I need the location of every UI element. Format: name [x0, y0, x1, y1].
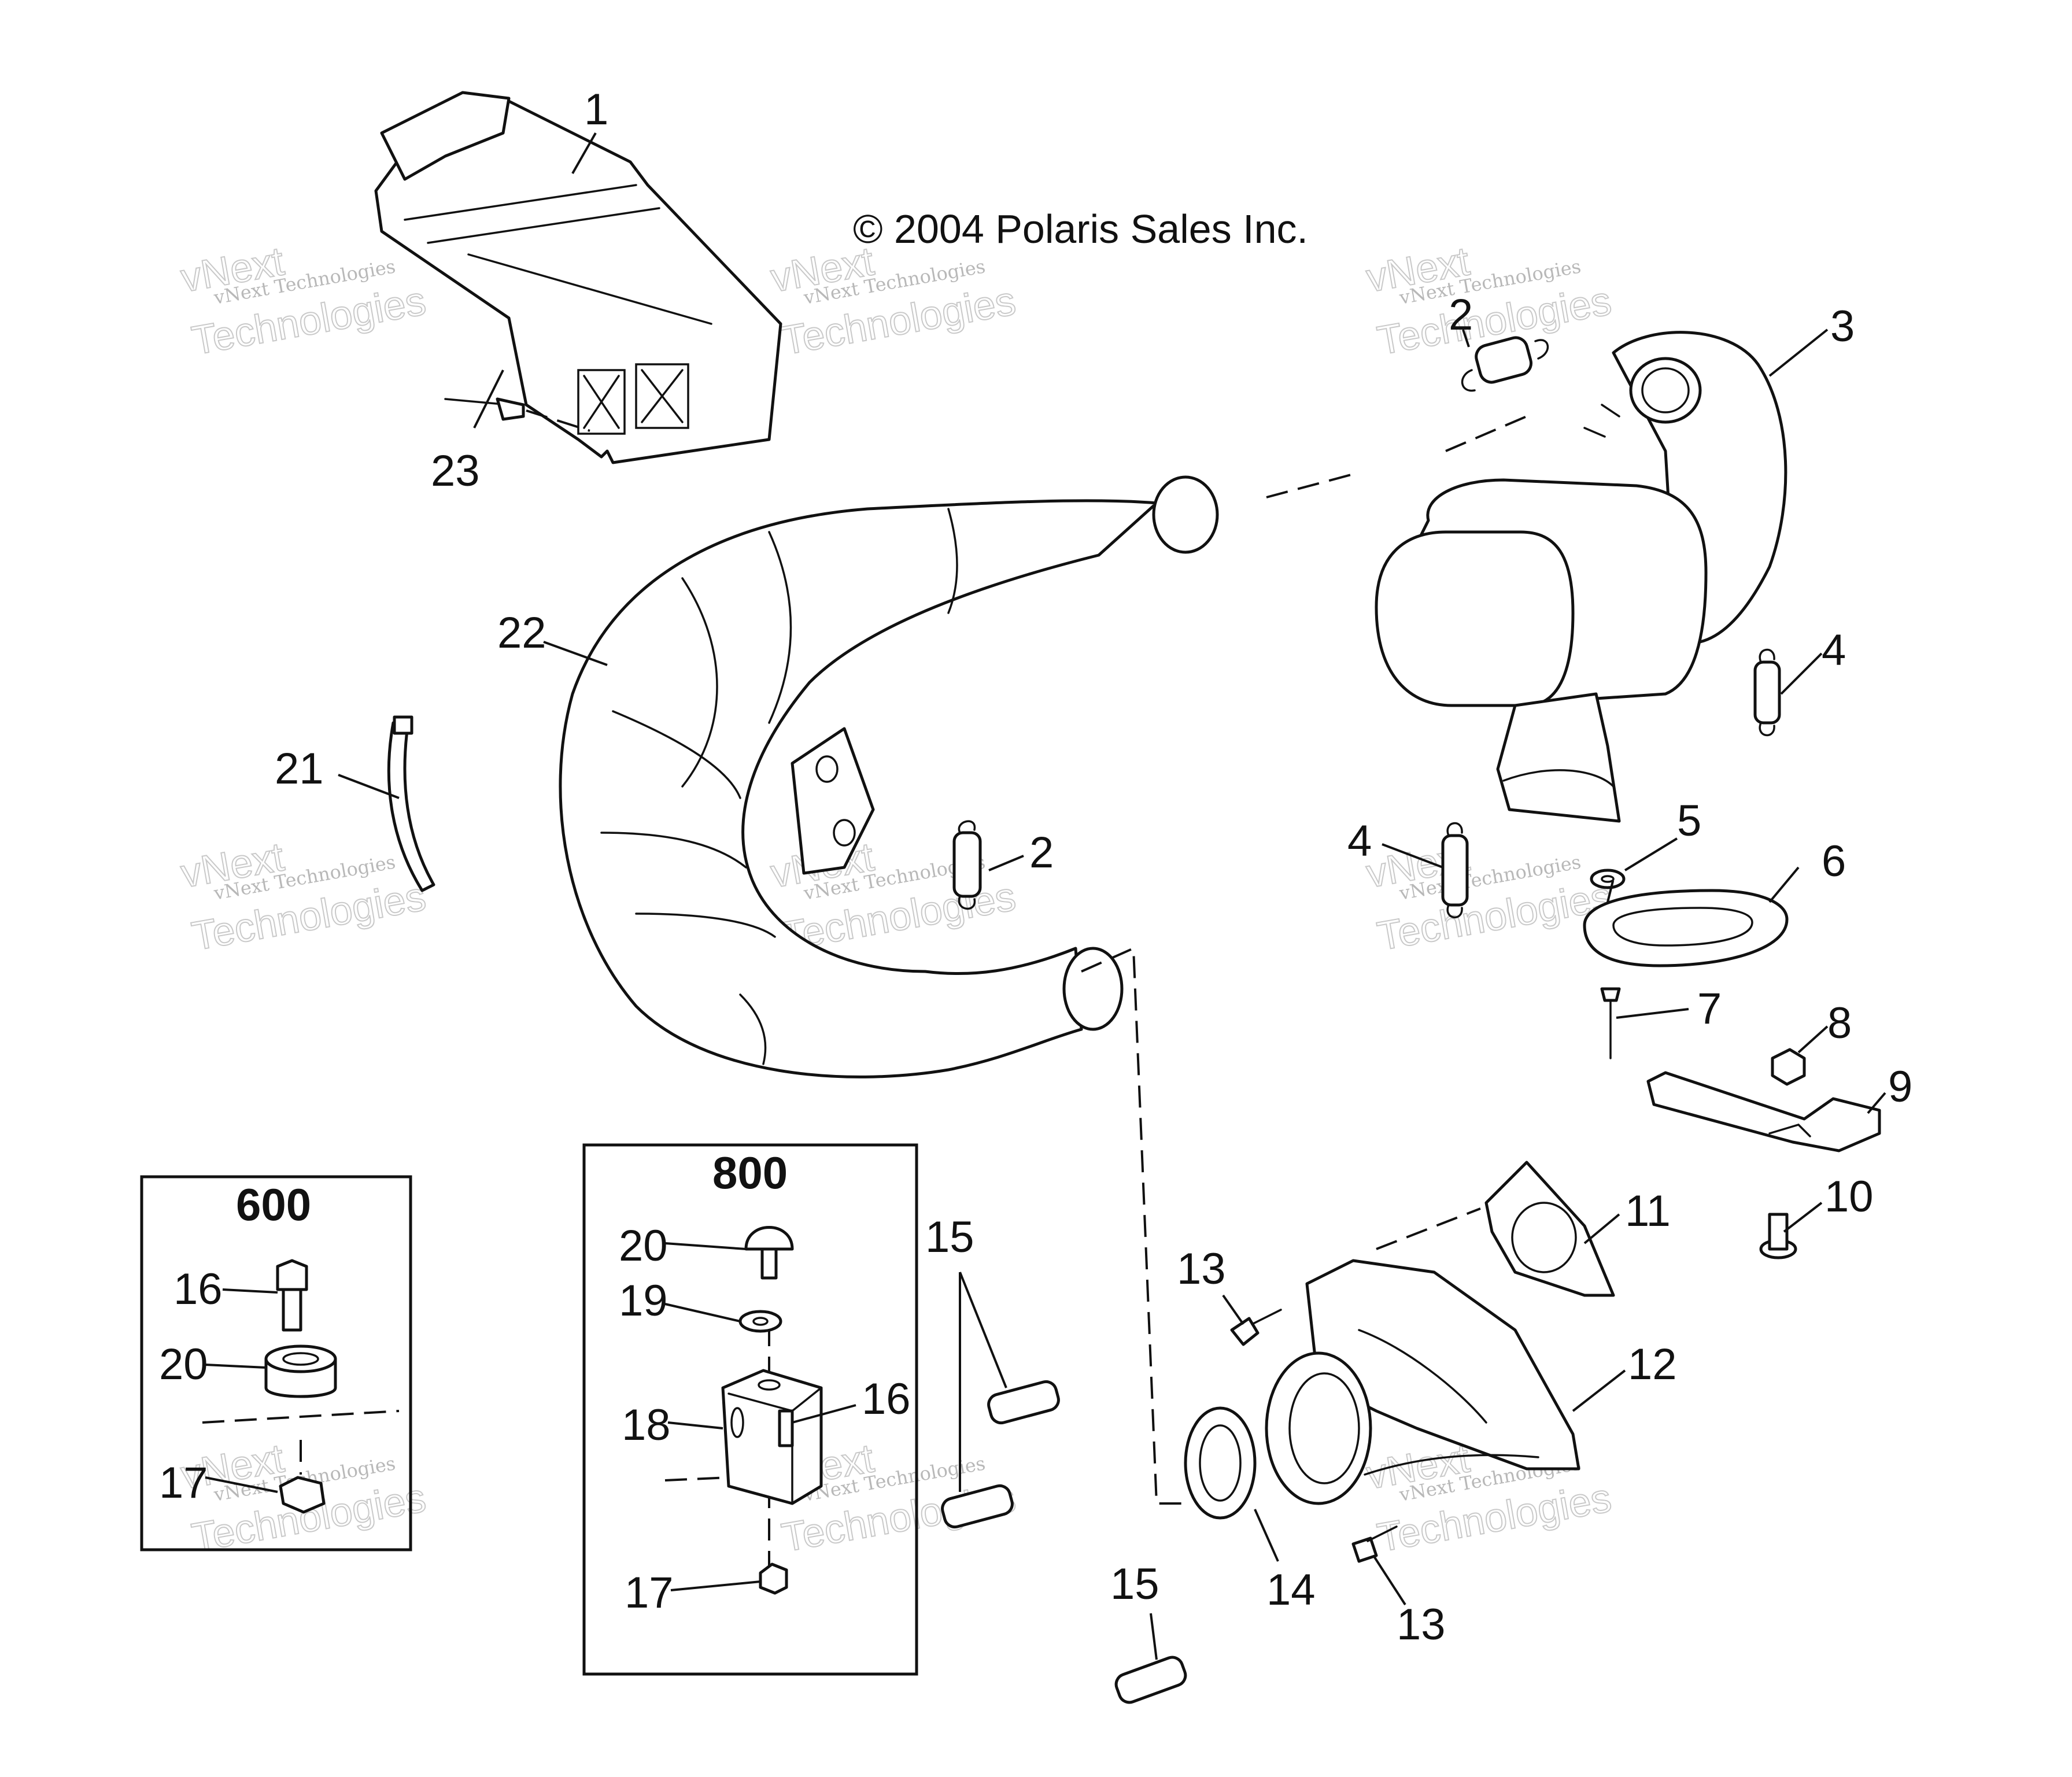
watermark: vNext vNext Technologies Technologies	[177, 833, 430, 959]
part-4-spring-left	[1441, 822, 1469, 918]
callout-11: 11	[1625, 1187, 1671, 1236]
callout-10: 10	[1824, 1172, 1874, 1221]
callout-18: 18	[622, 1401, 671, 1450]
callout-20-inset-800: 20	[619, 1221, 668, 1270]
callout-13-upper: 13	[1177, 1244, 1226, 1294]
callout-16-inset-600: 16	[173, 1265, 223, 1314]
assembly-lines	[202, 415, 1615, 1573]
part-20-cap-bolt	[744, 1226, 794, 1280]
part-22-expansion-pipe	[559, 475, 1219, 1078]
callout-2-lower: 2	[1029, 828, 1054, 877]
part-17-nut	[279, 1476, 326, 1514]
callout-1: 1	[584, 85, 608, 134]
callout-6: 6	[1822, 837, 1846, 886]
part-14-seal-ring	[1184, 1406, 1257, 1520]
inset-600-title: 600	[236, 1179, 311, 1230]
callout-15-lower: 15	[1110, 1560, 1159, 1609]
watermark: vNext vNext Technologies Technologies	[1362, 238, 1615, 364]
part-8-nut	[1771, 1048, 1806, 1086]
inset-800-title: 800	[712, 1147, 788, 1198]
inset-600: 600	[140, 1175, 412, 1551]
watermark: vNext vNext Technologies Technologies	[767, 238, 1020, 364]
part-20-spacer	[264, 1344, 337, 1398]
part-19-washer	[738, 1310, 782, 1333]
part-15-spring-upper	[987, 1380, 1060, 1425]
callout-3: 3	[1830, 302, 1855, 351]
watermark: vNext vNext Technologies Technologies	[1362, 833, 1615, 959]
callout-14: 14	[1266, 1565, 1316, 1615]
callout-16-inset-800: 16	[862, 1375, 911, 1424]
part-16-bolt	[276, 1259, 308, 1332]
inset-800: 800	[582, 1143, 918, 1676]
callout-17-inset-800: 17	[625, 1568, 674, 1617]
callout-15-upper: 15	[925, 1213, 974, 1262]
callouts: 1 2 3 4 2 4 5 6 7 8 9 10 11 12 13 13 14 …	[159, 85, 1912, 1649]
part-21-strap	[387, 715, 435, 892]
part-16-stud	[778, 1409, 794, 1447]
callout-2-upper: 2	[1449, 290, 1473, 339]
part-17-hex-nut	[759, 1562, 788, 1595]
callout-17-inset-600: 17	[159, 1458, 208, 1508]
part-12-manifold	[1265, 1259, 1580, 1505]
part-2-spring-upper	[1461, 336, 1549, 392]
part-5-washer	[1590, 869, 1626, 889]
part-15-spring-middle	[941, 1484, 1014, 1529]
part-7-stud	[1600, 987, 1621, 1059]
callout-21: 21	[275, 744, 324, 793]
callout-13-lower: 13	[1397, 1600, 1446, 1649]
callout-12: 12	[1628, 1340, 1677, 1389]
callout-22: 22	[497, 608, 546, 657]
part-13-bolt-lower	[1351, 1525, 1398, 1563]
part-10-bolt	[1759, 1213, 1797, 1259]
part-18-mount-bracket	[721, 1369, 823, 1505]
callout-5: 5	[1677, 796, 1701, 845]
part-3-silencer	[1375, 331, 1787, 823]
copyright-text: © 2004 Polaris Sales Inc.	[853, 206, 1308, 252]
part-13-bolt-upper	[1230, 1309, 1282, 1346]
part-9-bracket-plate	[1646, 1071, 1881, 1152]
callout-19: 19	[619, 1276, 668, 1325]
callout-4-right: 4	[1822, 626, 1846, 675]
part-1-bracket	[374, 91, 782, 464]
leader-lines	[205, 132, 1886, 1660]
callout-8: 8	[1827, 999, 1852, 1048]
part-4-spring-right	[1753, 649, 1781, 736]
part-2-spring-lower	[952, 820, 982, 910]
part-11-flange-gasket	[1484, 1161, 1615, 1297]
callout-20-inset-600: 20	[159, 1340, 208, 1389]
part-15-spring-lower	[1114, 1656, 1187, 1704]
callout-9: 9	[1888, 1062, 1912, 1111]
callout-4-left: 4	[1347, 817, 1372, 866]
callout-23: 23	[431, 446, 480, 496]
part-6-gasket	[1583, 889, 1789, 967]
callout-7: 7	[1697, 984, 1722, 1033]
part-23-rivet	[444, 397, 590, 432]
